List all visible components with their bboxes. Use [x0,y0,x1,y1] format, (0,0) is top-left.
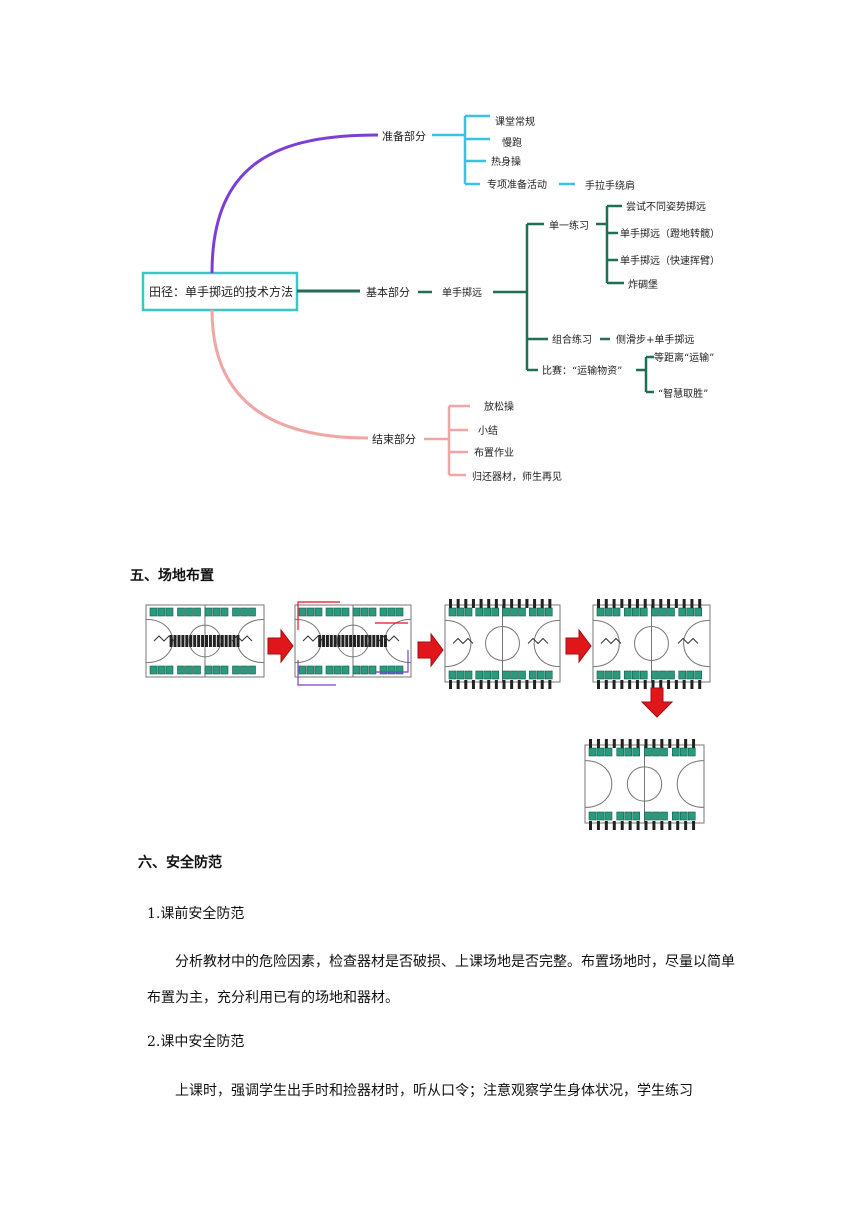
prep-branch-line [210,133,379,274]
court-diagram-1 [145,604,265,678]
prep-item-4: 专项准备活动 [487,178,547,191]
pre-class-safety-title: 1.课前安全防范 [147,906,245,922]
combo-item: 侧滑步+单手掷远 [616,333,694,346]
mind-map-root-box [141,271,299,312]
single-practice-label: 单一练习 [549,219,589,232]
end-item-3: 布置作业 [474,447,514,459]
single-item-2: 单手掷远（蹬地转髋） [620,227,720,240]
arrow-right-3 [565,628,592,664]
prep-item-3: 热身操 [491,155,521,168]
arrow-down [640,687,674,718]
end-branch-line [210,309,369,440]
prep-label: 准备部分 [382,129,426,143]
court-diagram-3 [444,599,561,689]
game-label: 比赛：“运输物资” [542,364,622,377]
basic-main: 单手掷远 [442,286,482,299]
end-item-4: 归还器材，师生再见 [472,470,562,483]
end-item-1: 放松操 [484,400,514,413]
single-item-4: 炸碉堡 [628,278,658,291]
single-item-1: 尝试不同姿势掷远 [626,200,706,213]
court-diagram-4 [592,599,711,689]
prep-sub-item: 手拉手绕肩 [585,179,635,192]
court-diagram-5 [584,739,705,830]
prep-item-1: 课堂常规 [495,115,535,128]
game-item-1: 等距离“运输” [654,351,714,364]
combo-practice-label: 组合练习 [552,333,592,346]
game-item-2: “智慧取胜” [658,387,708,400]
basic-label: 基本部分 [366,285,410,299]
end-label: 结束部分 [372,432,416,446]
arrow-right-2 [417,632,444,668]
safety-heading: 六、安全防范 [138,855,222,871]
pre-class-safety-text: 分析教材中的危险因素，检查器材是否破损、上课场地是否完整。布置场地时，尽量以简单… [147,954,735,1006]
court-diagram-2 [294,601,412,686]
end-item-2: 小结 [478,424,498,437]
single-item-3: 单手掷远（快速挥臂） [620,254,720,267]
prep-item-2: 慢跑 [502,136,522,149]
mind-map-root: 田径：单手掷远的技术方法 [149,284,293,299]
field-layout-heading: 五、场地布置 [130,568,214,584]
lesson-mind-map: 田径：单手掷远的技术方法 准备部分 课堂常规 慢跑 热身操 专项准备活动 手拉手… [141,114,720,483]
arrow-right-1 [267,628,294,664]
in-class-safety-text: 上课时，强调学生出手时和捡器材时，听从口令；注意观察学生身体状况，学生练习 [175,1083,693,1099]
in-class-safety-title: 2.课中安全防范 [147,1034,245,1050]
field-layout-diagrams [145,599,711,830]
